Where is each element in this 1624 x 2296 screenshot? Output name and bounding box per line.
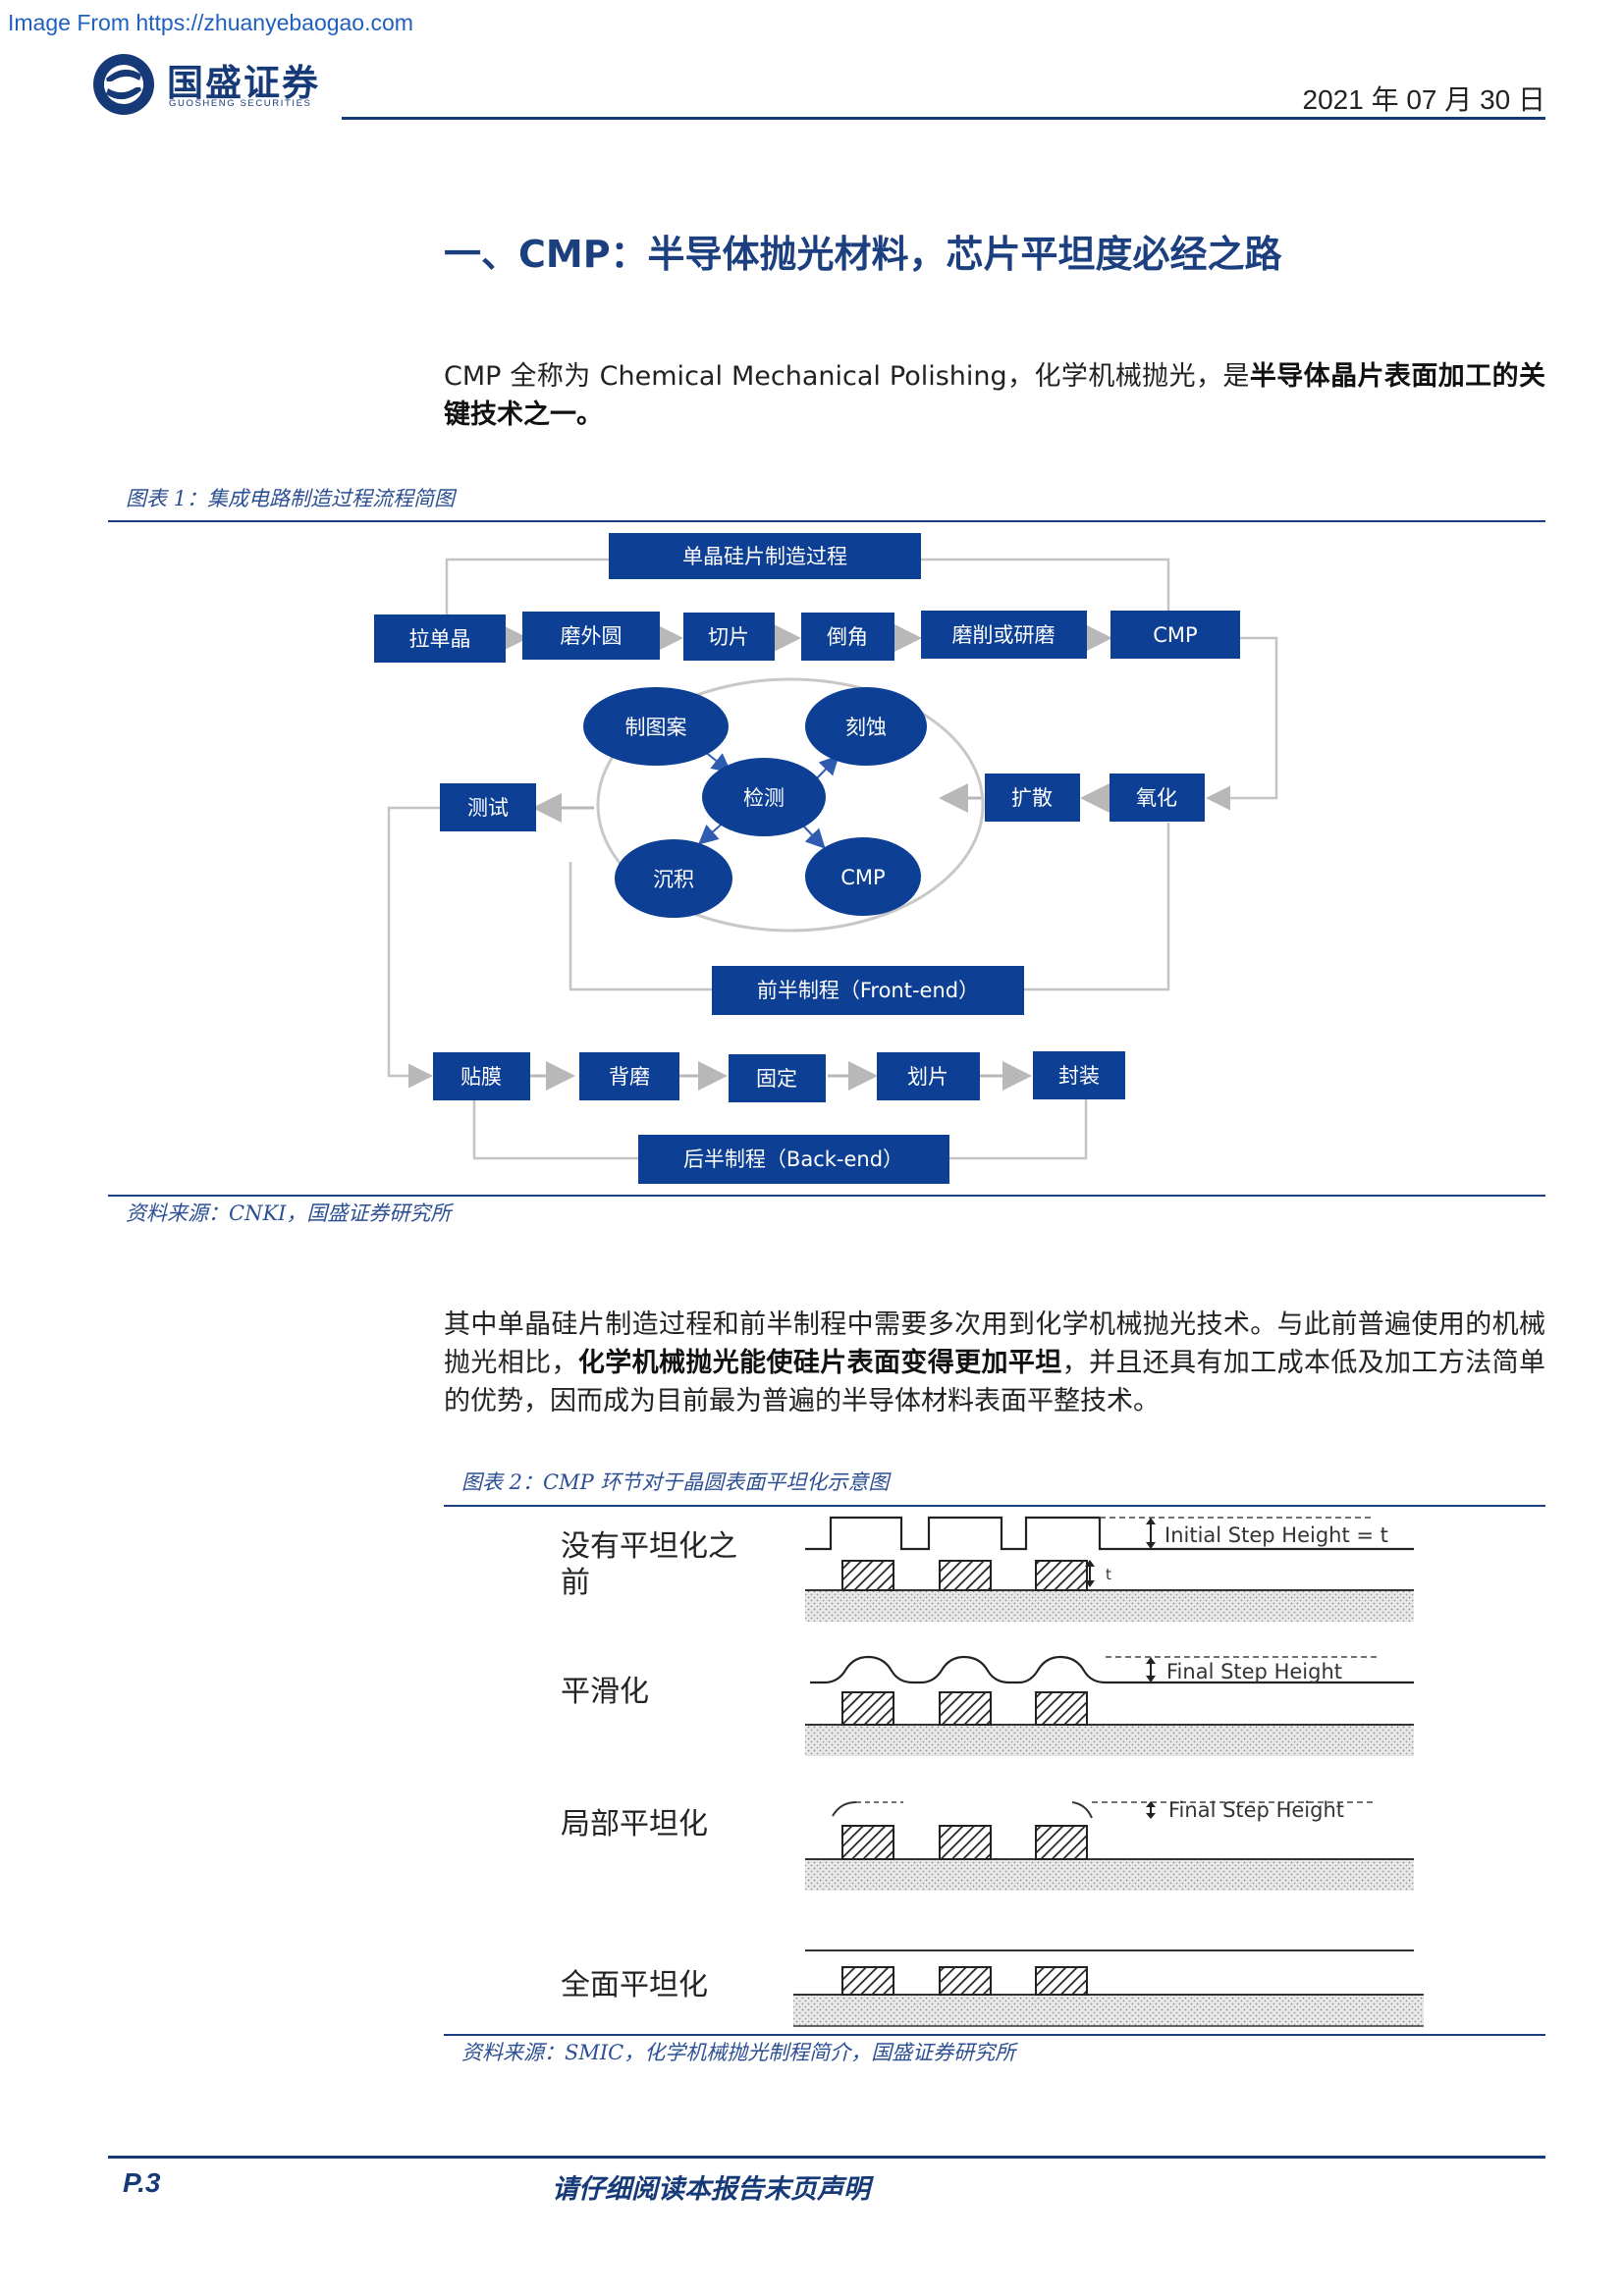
box-row1-4: [801, 613, 894, 661]
label-row1-4: 倒角: [827, 625, 868, 649]
label-row3-1: 贴膜: [460, 1065, 502, 1089]
figure2-source: 资料来源：SMIC，化学机械抛光制程简介，国盛证券研究所: [461, 2041, 1016, 2064]
label-row1-6: CMP: [1153, 623, 1197, 647]
label-row3-2: 背磨: [609, 1065, 650, 1089]
watermark-text: Image From https://zhuanyebaogao.com: [8, 10, 413, 35]
stage1-label-line1: 没有平坦化之: [561, 1529, 737, 1564]
annot-final-step-2: Final Step Height: [1168, 1798, 1344, 1822]
figure1-source: 资料来源：CNKI，国盛证券研究所: [126, 1201, 452, 1225]
label-cmp-circle: CMP: [840, 866, 885, 889]
footer-divider: [108, 2156, 1545, 2159]
figure2-caption: 图表 2：CMP 环节对于晶圆表面平坦化示意图: [461, 1470, 890, 1494]
label-test: 测试: [467, 796, 509, 820]
label-pattern: 制图案: [625, 716, 687, 739]
stage3-label: 局部平坦化: [561, 1807, 708, 1842]
box-row1-6: [1110, 611, 1240, 659]
label-deposit: 沉积: [653, 868, 694, 891]
label-row3-5: 封装: [1058, 1064, 1100, 1088]
figure2-top-rule: [444, 1505, 1545, 1507]
circle-cmp: [805, 837, 921, 916]
section-title: 一、CMP：半导体抛光材料，芯片平坦度必经之路: [444, 233, 1282, 276]
annot-initial-step: Initial Step Height = t: [1164, 1523, 1388, 1547]
box-diffuse: [985, 774, 1080, 822]
header-divider: [342, 117, 1545, 120]
box-row3-5: [1033, 1051, 1125, 1099]
box-row1-3: [683, 613, 775, 661]
stage4-label: 全面平坦化: [561, 1968, 708, 2002]
box-row1-5: [921, 611, 1087, 659]
brand-name: 国盛证券: [167, 62, 320, 104]
box-test: [440, 783, 536, 831]
circle-pattern: [583, 687, 729, 766]
label-inspect: 检测: [743, 786, 785, 810]
body-paragraph: 其中单晶硅片制造过程和前半制程中需要多次用到化学机械抛光技术。与此前普遍使用的机…: [444, 1306, 1545, 1420]
guosheng-logo-icon: [93, 54, 154, 115]
stage1-label-line2: 前: [561, 1566, 590, 1600]
footer-disclaimer: 请仔细阅读本报告末页声明: [552, 2174, 870, 2205]
stage2-label: 平滑化: [561, 1675, 649, 1709]
body-text-1: 其中单晶硅片制造过程和前半制程中需要多次用到化学机械抛光技术。与此前普遍使用的机…: [444, 1309, 1545, 1378]
report-date: 2021 年 07 月 30 日: [1302, 84, 1545, 115]
box-row3-4: [877, 1052, 980, 1100]
intro-text: CMP 全称为 Chemical Mechanical Polishing，化学…: [444, 361, 1250, 392]
figure1-caption: 图表 1：集成电路制造过程流程简图: [126, 487, 456, 510]
brand-name-english: GUOSHENG SECURITIES: [169, 98, 312, 109]
box-row1-2: [522, 612, 660, 660]
intro-bold-text: 半导体晶片表面加工的关键技术之一。: [444, 361, 1546, 430]
box-wafer-process: [609, 533, 921, 579]
label-row1-1: 拉单晶: [409, 627, 471, 651]
box-backend: [638, 1135, 949, 1184]
figure2-bottom-rule: [444, 2034, 1545, 2036]
label-oxidize: 氧化: [1136, 786, 1177, 810]
label-row1-3: 切片: [708, 625, 749, 649]
circle-deposit: [615, 839, 732, 918]
figure1-bottom-rule: [108, 1195, 1545, 1197]
label-row1-2: 磨外圆: [561, 624, 623, 648]
box-row3-3: [729, 1054, 826, 1102]
box-row3-2: [579, 1052, 679, 1100]
page-number: P.3: [123, 2167, 161, 2198]
box-row3-1: [433, 1052, 530, 1100]
label-row1-5: 磨削或研磨: [952, 623, 1056, 647]
box-row1-1: [374, 614, 506, 663]
label-row3-4: 划片: [907, 1065, 948, 1089]
body-text-2: ，并且还具有加工成本低及加工方法简单的优势，因而成为目前最为普遍的半导体材料表面…: [444, 1348, 1545, 1416]
box-frontend: [712, 966, 1024, 1015]
annot-final-step-1: Final Step Height: [1166, 1660, 1342, 1683]
figure1-top-rule: [108, 520, 1545, 522]
circle-inspect: [702, 758, 826, 836]
label-frontend: 前半制程（Front-end）: [757, 979, 979, 1002]
label-row3-3: 固定: [756, 1067, 797, 1091]
label-wafer-process: 单晶硅片制造过程: [682, 545, 847, 568]
box-oxidize: [1110, 774, 1205, 822]
annot-t: t: [1106, 1566, 1111, 1583]
intro-paragraph: CMP 全称为 Chemical Mechanical Polishing，化学…: [444, 357, 1545, 434]
label-etch: 刻蚀: [845, 716, 887, 739]
label-backend: 后半制程（Back-end）: [683, 1148, 903, 1171]
body-bold-text: 化学机械抛光能使硅片表面变得更加平坦: [577, 1348, 1062, 1378]
circle-etch: [805, 687, 927, 766]
planarization-diagram: 没有平坦化之 前 平滑化 局部平坦化 全面平坦化 Initial Step He…: [561, 1516, 1424, 2027]
ic-process-flowchart: 单晶硅片制造过程 拉单晶 磨外圆 切片 倒角 磨削或研磨 CMP 测试 扩散 氧…: [374, 533, 1278, 1184]
label-diffuse: 扩散: [1011, 786, 1053, 810]
